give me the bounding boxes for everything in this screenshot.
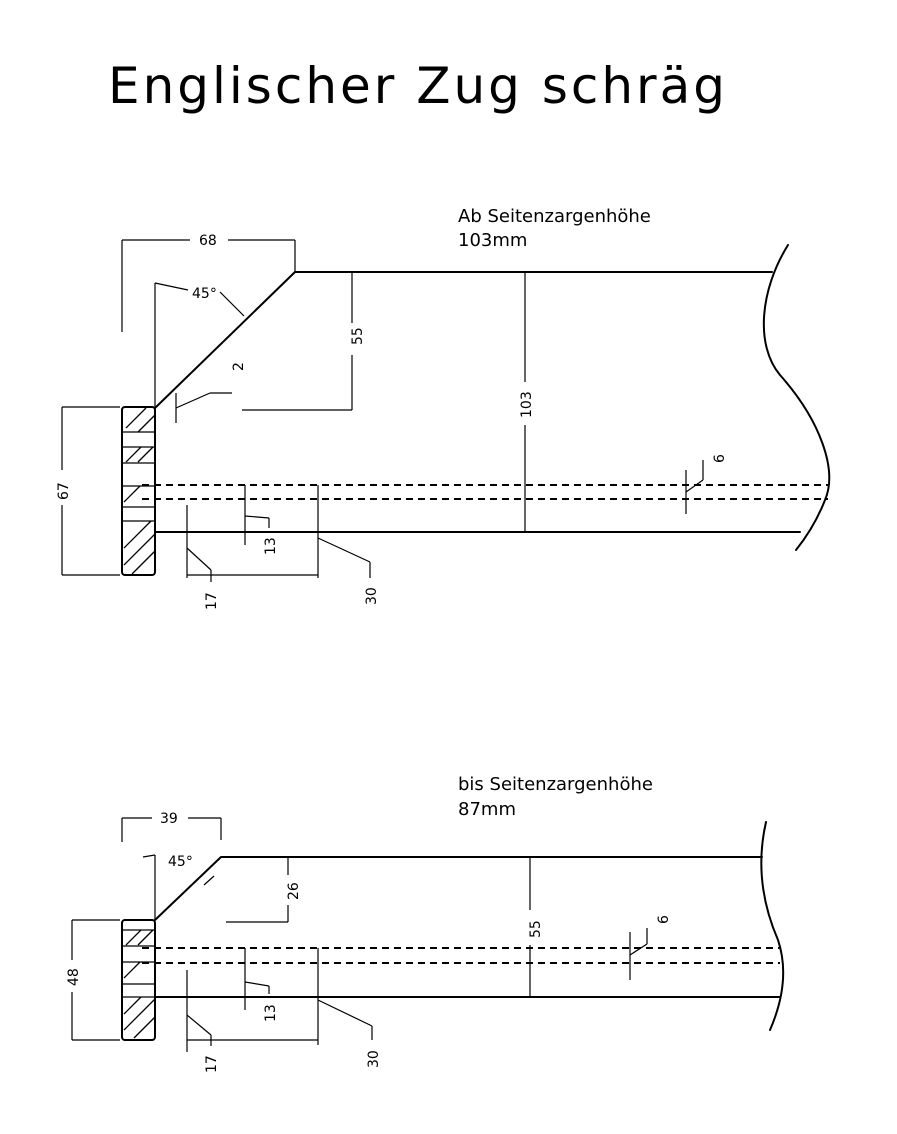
bottom-dim-bevel: 26 xyxy=(286,882,302,900)
top-dim-angle: 45° xyxy=(192,286,217,302)
top-dim-face: 67 xyxy=(56,482,72,500)
bottom-dim-17: 17 xyxy=(204,1055,220,1073)
drawing-title: Englischer Zug schräg xyxy=(108,57,728,115)
top-break-line xyxy=(762,244,831,551)
top-note-line2: 103mm xyxy=(458,230,527,251)
bottom-dim-13: 13 xyxy=(263,1004,279,1022)
bottom-profile-outline xyxy=(154,856,763,921)
bottom-dim-width: 39 xyxy=(160,811,178,827)
top-dim-width: 68 xyxy=(199,233,217,249)
top-dim-bevel: 55 xyxy=(350,327,366,345)
bottom-dim-30: 30 xyxy=(366,1050,382,1068)
bottom-face-board xyxy=(121,919,156,1041)
top-note-line1: Ab Seitenzargenhöhe xyxy=(458,206,651,227)
bottom-profile-drawing: bis Seitenzargenhöhe 87mm 39 xyxy=(66,774,785,1073)
bottom-dim-angle: 45° xyxy=(168,854,193,870)
top-dim-13: 13 xyxy=(263,537,279,555)
top-dim-30: 30 xyxy=(364,587,380,605)
bottom-dim-groove: 6 xyxy=(656,915,672,924)
bottom-dim-total: 55 xyxy=(528,920,544,938)
top-dim-groove: 6 xyxy=(712,454,728,463)
bottom-dim-face: 48 xyxy=(66,968,82,986)
top-dim-total: 103 xyxy=(519,391,535,418)
bottom-note-line1: bis Seitenzargenhöhe xyxy=(458,774,653,795)
top-dim-gap: 2 xyxy=(231,362,247,371)
top-dim-17: 17 xyxy=(204,592,220,610)
top-face-board xyxy=(121,406,156,576)
bottom-break-line xyxy=(760,821,785,1031)
bottom-note-line2: 87mm xyxy=(458,799,516,820)
top-profile-drawing: Ab Seitenzargenhöhe 103mm xyxy=(56,206,831,610)
top-profile-outline xyxy=(154,271,773,409)
